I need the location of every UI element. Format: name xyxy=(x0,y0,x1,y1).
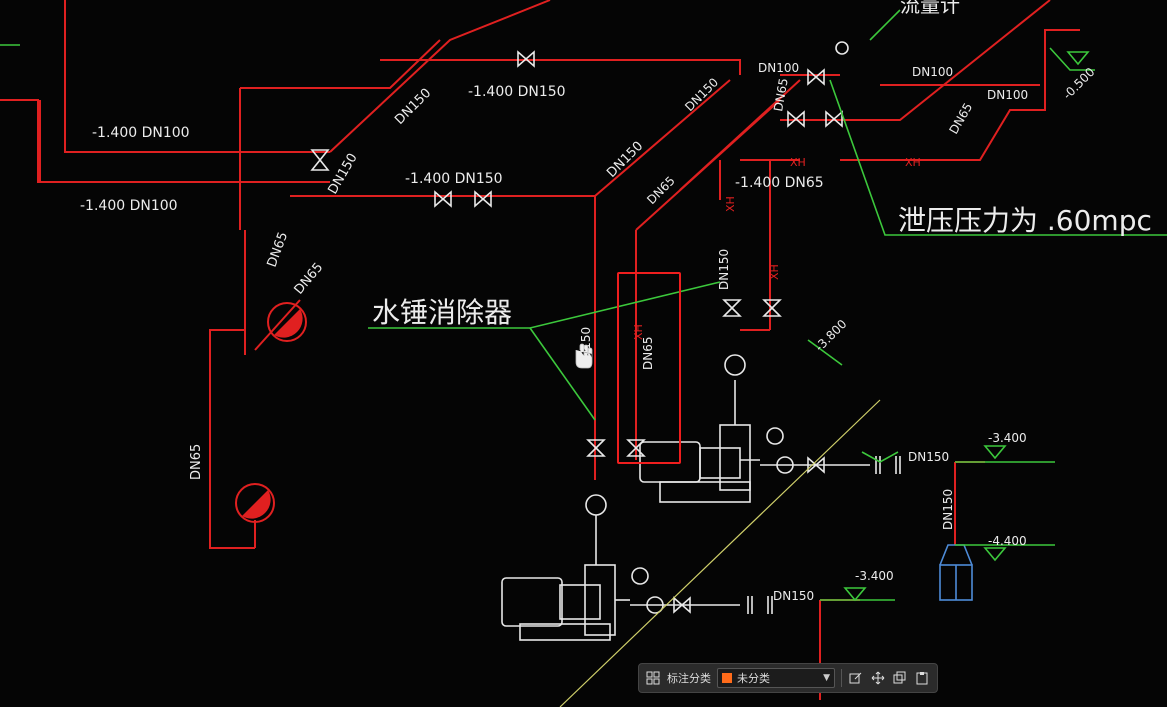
relief-pressure-label: 泄压压力为 .60mpc xyxy=(898,204,1152,237)
grid-icon[interactable] xyxy=(645,670,661,686)
category-select[interactable]: 未分类 ▼ xyxy=(717,668,835,688)
pipe-label: DN150 xyxy=(717,249,731,290)
pipe-label: DN150 xyxy=(604,139,646,181)
annotation-toolbar: 标注分类 未分类 ▼ xyxy=(638,663,938,693)
pipe-label: -1.400 DN100 xyxy=(80,198,178,214)
pipe-label: -1.400 DN65 xyxy=(735,175,824,191)
pipe-label: DN100 xyxy=(987,88,1028,102)
flange-icon xyxy=(747,456,901,614)
paste-icon[interactable] xyxy=(914,670,930,686)
pipe-label: DN150 xyxy=(682,75,721,114)
pipe-label: DN65 xyxy=(641,337,655,371)
pipe-label: DN100 xyxy=(758,61,799,75)
leader-lines xyxy=(0,9,1167,601)
pipe-label: DN65 xyxy=(771,77,791,112)
pipe-label: DN150 xyxy=(908,450,949,464)
pipe-label: DN65 xyxy=(265,230,292,269)
pipe-label: DN150 xyxy=(392,86,434,128)
pipe-label: DN65 xyxy=(189,444,204,480)
flowmeter-label: 流量计 xyxy=(900,0,960,17)
copy-icon[interactable] xyxy=(892,670,908,686)
pipe-label: DN100 xyxy=(912,65,953,79)
category-color-swatch xyxy=(722,673,732,683)
elevation-label: -3.400 xyxy=(855,569,894,583)
pipe-label: XH xyxy=(724,196,737,212)
toolbar-divider xyxy=(841,669,842,687)
elevation-label: -4.400 xyxy=(988,534,1027,548)
pipe-label: DN150 xyxy=(773,589,814,603)
category-select-value: 未分类 xyxy=(737,672,770,685)
pipe-label: XH xyxy=(905,156,921,169)
water-hammer-label: 水锤消除器 xyxy=(372,296,512,329)
section-line xyxy=(559,399,881,707)
move-icon[interactable] xyxy=(870,670,886,686)
edit-icon[interactable] xyxy=(848,670,864,686)
elevation-marker-icon xyxy=(843,51,1090,602)
pipe-label: -1.400 DN150 xyxy=(405,171,503,187)
pipe-label: XH xyxy=(768,264,781,280)
pump-icon xyxy=(501,515,630,641)
elevation-label: -3.400 xyxy=(988,431,1027,445)
alarm-bell-icon xyxy=(267,302,307,342)
alarm-bell-icon xyxy=(235,483,275,523)
pipe-label: -1.400 DN150 xyxy=(468,84,566,100)
hand-cursor-icon xyxy=(575,343,593,369)
pipe-label: DN150 xyxy=(325,151,360,197)
pipe-label: DN150 xyxy=(941,489,955,530)
valve-icon xyxy=(310,41,870,614)
pipe-label: DN65 xyxy=(946,100,975,136)
elevation-label: -3.800 xyxy=(812,317,849,354)
category-label: 标注分类 xyxy=(667,672,711,685)
pipe-label: XH xyxy=(790,156,806,169)
pipe-label: DN65 xyxy=(644,174,678,208)
pipe-label: DN65 xyxy=(292,260,327,297)
selection-highlight-box[interactable] xyxy=(617,272,681,464)
pipe-label: -1.400 DN100 xyxy=(92,125,190,141)
pipe-network xyxy=(0,0,1080,700)
tank-icon xyxy=(939,544,973,601)
pipe-label: XH xyxy=(632,324,645,340)
chevron-down-icon: ▼ xyxy=(823,673,830,683)
